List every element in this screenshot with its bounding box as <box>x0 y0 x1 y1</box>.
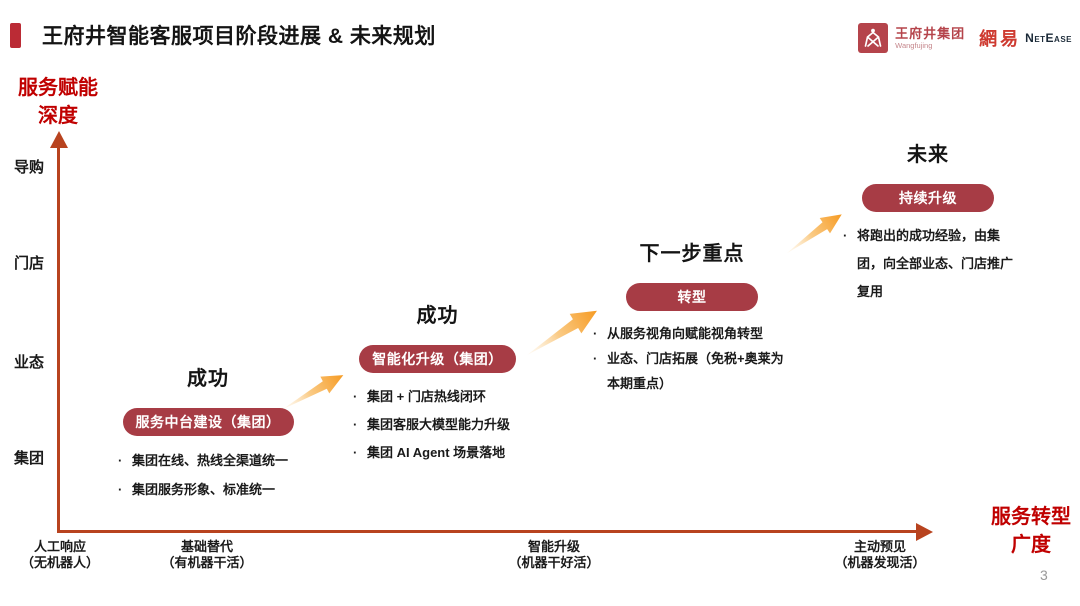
x-axis-label-main: 基础替代 <box>180 539 233 554</box>
bullet-item: 集团 AI Agent 场景落地 <box>353 439 530 467</box>
y-axis-line <box>57 146 60 533</box>
stage-4-bullet-list: 将跑出的成功经验，由集 团，向全部业态、门店推广 复用 <box>838 222 1018 306</box>
title-accent-bar <box>10 23 21 48</box>
x-axis-label-main: 主动预见 <box>853 539 906 554</box>
x-axis-label-stage4: 主动预见 （机器发现活） <box>810 539 950 570</box>
y-axis-label-mendian: 门店 <box>13 255 44 272</box>
logo-area: 王府井集团 Wangfujing 網易 NetEase <box>858 18 1072 58</box>
y-axis-arrowhead-icon <box>50 131 68 148</box>
x-axis-label-sub: （机器发现活） <box>834 554 926 570</box>
bullet-text: 集团 AI Agent 场景落地 <box>367 445 506 460</box>
stage-2-badge: 智能化升级（集团） <box>359 345 516 373</box>
x-axis-arrowhead-icon <box>916 522 933 541</box>
bullet-item: 集团客服大模型能力升级 <box>353 411 530 439</box>
y-axis-title: 服务赋能 深度 <box>6 74 110 130</box>
wangfujing-logo-subtitle: Wangfujing <box>895 41 933 50</box>
bullet-item: 集团 + 门店热线闭环 <box>353 383 530 411</box>
growth-arrow-icon <box>282 375 344 410</box>
bullet-item: 从服务视角向赋能视角转型 <box>593 321 792 346</box>
stage-2-heading: 成功 <box>416 305 459 327</box>
stage-3-heading: 下一步重点 <box>639 243 745 265</box>
stage-3-bullet-list: 从服务视角向赋能视角转型 业态、门店拓展（免税+奥莱为 本期重点） <box>592 321 792 396</box>
bullet-marker <box>353 439 367 467</box>
netease-logo-cn: 網易 <box>979 29 1022 49</box>
y-axis-title-line1: 服务赋能 <box>18 77 98 99</box>
stage-4-heading: 未来 <box>907 144 949 166</box>
y-axis-title-line2: 深度 <box>38 105 78 127</box>
stage-4-block: 未来 持续升级 将跑出的成功经验，由集 团，向全部业态、门店推广 复用 <box>838 138 1018 306</box>
wangfujing-logo: 王府井集团 Wangfujing <box>895 26 965 50</box>
bullet-text: 集团在线、热线全渠道统一 <box>132 453 289 468</box>
bullet-marker <box>843 222 857 306</box>
y-axis-label-daogou: 导购 <box>13 159 44 176</box>
stage-2-bullet-list: 集团 + 门店热线闭环 集团客服大模型能力升级 集团 AI Agent 场景落地 <box>345 383 530 467</box>
bullet-marker <box>353 411 367 439</box>
bullet-text: 集团客服大模型能力升级 <box>367 417 511 432</box>
stage-1-heading: 成功 <box>187 368 229 390</box>
bullet-item: 将跑出的成功经验，由集 团，向全部业态、门店推广 复用 <box>843 222 1018 306</box>
x-axis-label-sub: （有机器干活） <box>161 554 253 570</box>
growth-arrow-icon <box>786 214 842 254</box>
bullet-item: 集团在线、热线全渠道统一 <box>118 446 308 475</box>
wangfujing-logo-name: 王府井集团 <box>895 26 966 41</box>
netease-logo-en: NetEase <box>1025 31 1072 45</box>
x-axis-label-stage2: 基础替代 （有机器干活） <box>137 539 277 570</box>
x-axis-line <box>57 530 918 533</box>
bullet-marker <box>353 383 367 411</box>
y-axis-label-jituan: 集团 <box>13 450 44 467</box>
bullet-text: 集团服务形象、标准统一 <box>132 482 276 497</box>
bullet-text: 业态、门店拓展（免税+奥莱为 本期重点） <box>607 351 784 391</box>
x-axis-label-stage1: 人工响应 （无机器人） <box>0 539 130 570</box>
stage-3-badge: 转型 <box>626 283 758 311</box>
stage-1-badge: 服务中台建设（集团） <box>122 408 294 436</box>
bullet-marker <box>118 475 132 504</box>
stage-4-badge: 持续升级 <box>862 184 994 212</box>
bullet-item: 业态、门店拓展（免税+奥莱为 本期重点） <box>593 346 792 396</box>
page-number: 3 <box>1040 567 1048 583</box>
x-axis-title: 服务转型 广度 <box>984 503 1078 559</box>
bullet-marker <box>118 446 132 475</box>
stage-3-block: 下一步重点 转型 从服务视角向赋能视角转型 业态、门店拓展（免税+奥莱为 本期重… <box>592 237 792 396</box>
page-title: 王府井智能客服项目阶段进展 & 未来规划 <box>42 25 436 48</box>
stage-2-block: 成功 智能化升级（集团） 集团 + 门店热线闭环 集团客服大模型能力升级 集团 … <box>345 299 530 467</box>
x-axis-label-sub: （机器干好活） <box>508 554 600 570</box>
y-axis-label-yetai: 业态 <box>13 354 44 371</box>
x-axis-title-line1: 服务转型 <box>991 506 1071 528</box>
wangfujing-logo-icon <box>858 23 889 53</box>
x-axis-label-sub: （无机器人） <box>20 554 99 570</box>
bullet-item: 集团服务形象、标准统一 <box>118 475 308 504</box>
bullet-text: 将跑出的成功经验，由集 团，向全部业态、门店推广 复用 <box>857 228 1014 299</box>
x-axis-label-stage3: 智能升级 （机器干好活） <box>484 539 624 570</box>
x-axis-title-line2: 广度 <box>1011 534 1051 556</box>
bullet-marker <box>593 346 607 396</box>
stage-1-bullet-list: 集团在线、热线全渠道统一 集团服务形象、标准统一 <box>108 446 308 504</box>
x-axis-label-main: 人工响应 <box>33 539 86 554</box>
x-axis-label-main: 智能升级 <box>527 539 580 554</box>
bullet-text: 从服务视角向赋能视角转型 <box>607 326 764 341</box>
stage-1-block: 成功 服务中台建设（集团） 集团在线、热线全渠道统一 集团服务形象、标准统一 <box>108 362 308 504</box>
bullet-text: 集团 + 门店热线闭环 <box>367 389 486 404</box>
growth-arrow-icon <box>526 310 597 356</box>
